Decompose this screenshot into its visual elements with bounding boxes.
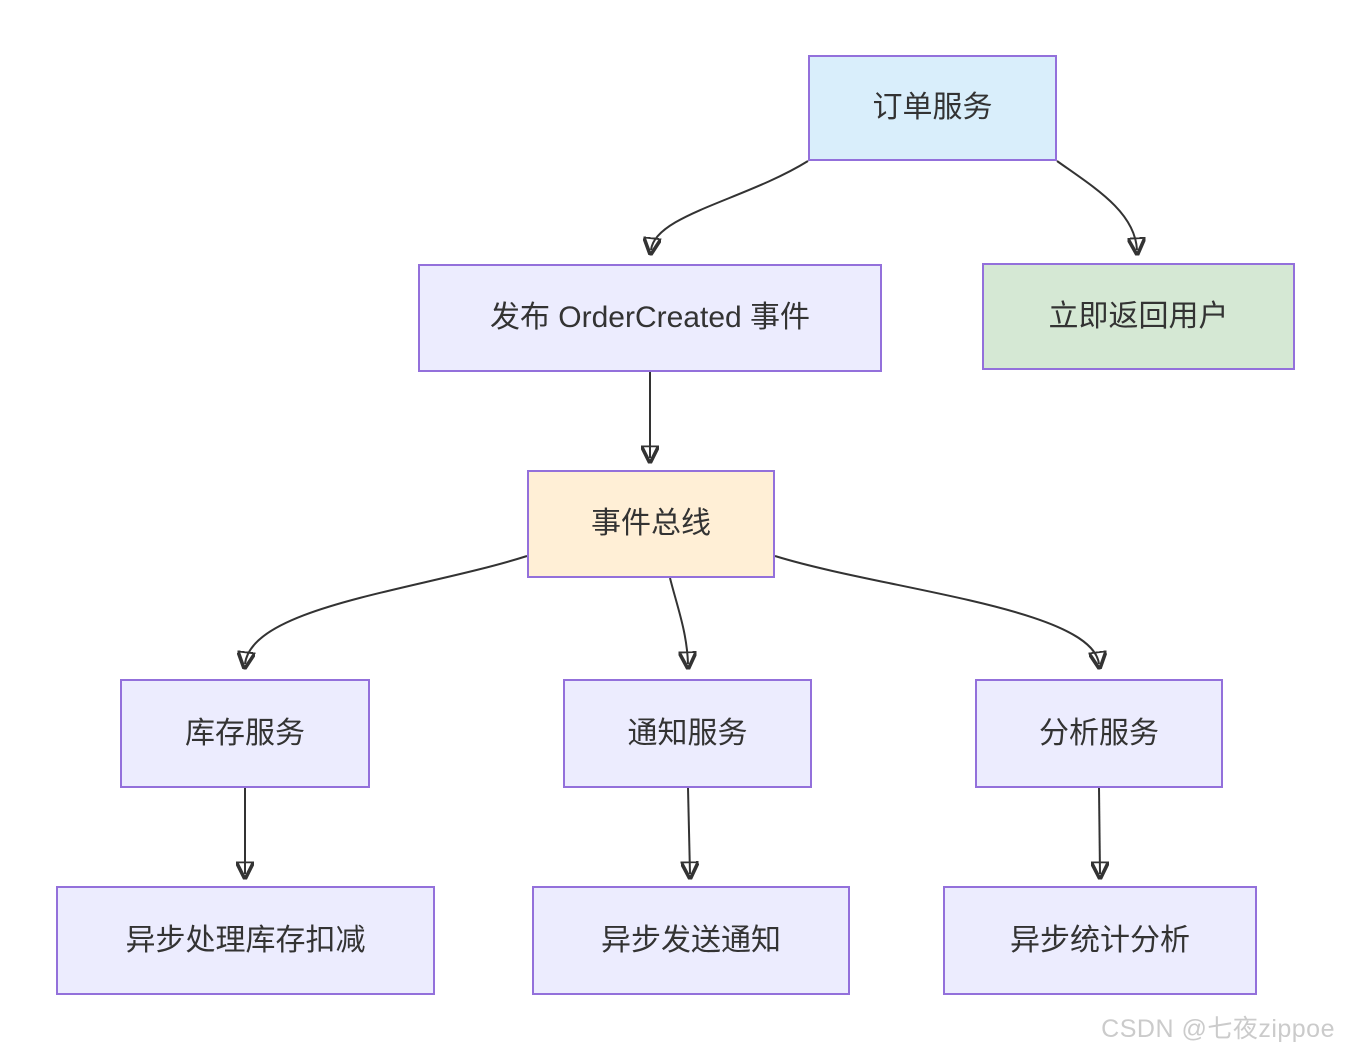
node-async-notify-label: 异步发送通知: [601, 923, 781, 957]
node-return-user: 立即返回用户: [982, 263, 1295, 370]
node-inventory-service: 库存服务: [120, 679, 370, 788]
node-notification-service-label: 通知服务: [627, 716, 748, 750]
node-order-service-label: 订单服务: [872, 91, 993, 125]
edge-bus-to-notification: [669, 577, 688, 664]
node-order-service: 订单服务: [808, 55, 1057, 161]
node-publish-event: 发布 OrderCreated 事件: [418, 264, 882, 372]
edge-notification-to-async: [688, 787, 690, 874]
node-event-bus-label: 事件总线: [591, 507, 711, 541]
edge-bus-to-analytics: [774, 555, 1099, 664]
edge-order-to-return: [1056, 160, 1137, 250]
edge-bus-to-inventory: [245, 555, 528, 664]
node-inventory-service-label: 库存服务: [185, 716, 305, 750]
edge-order-to-publish: [651, 160, 809, 250]
node-async-notify: 异步发送通知: [532, 886, 850, 995]
node-async-inventory-label: 异步处理库存扣减: [125, 923, 366, 957]
node-async-inventory: 异步处理库存扣减: [56, 886, 435, 995]
node-analytics-service-label: 分析服务: [1039, 716, 1159, 750]
watermark: CSDN @七夜zippoe: [1101, 1015, 1335, 1043]
node-return-user-label: 立即返回用户: [1048, 299, 1229, 333]
node-async-analytics: 异步统计分析: [943, 886, 1257, 995]
node-publish-event-label: 发布 OrderCreated 事件: [489, 301, 811, 335]
node-async-analytics-label: 异步统计分析: [1010, 923, 1190, 957]
node-event-bus: 事件总线: [527, 470, 775, 578]
node-notification-service: 通知服务: [563, 679, 812, 788]
node-analytics-service: 分析服务: [975, 679, 1223, 788]
edge-analytics-to-async: [1099, 787, 1100, 874]
